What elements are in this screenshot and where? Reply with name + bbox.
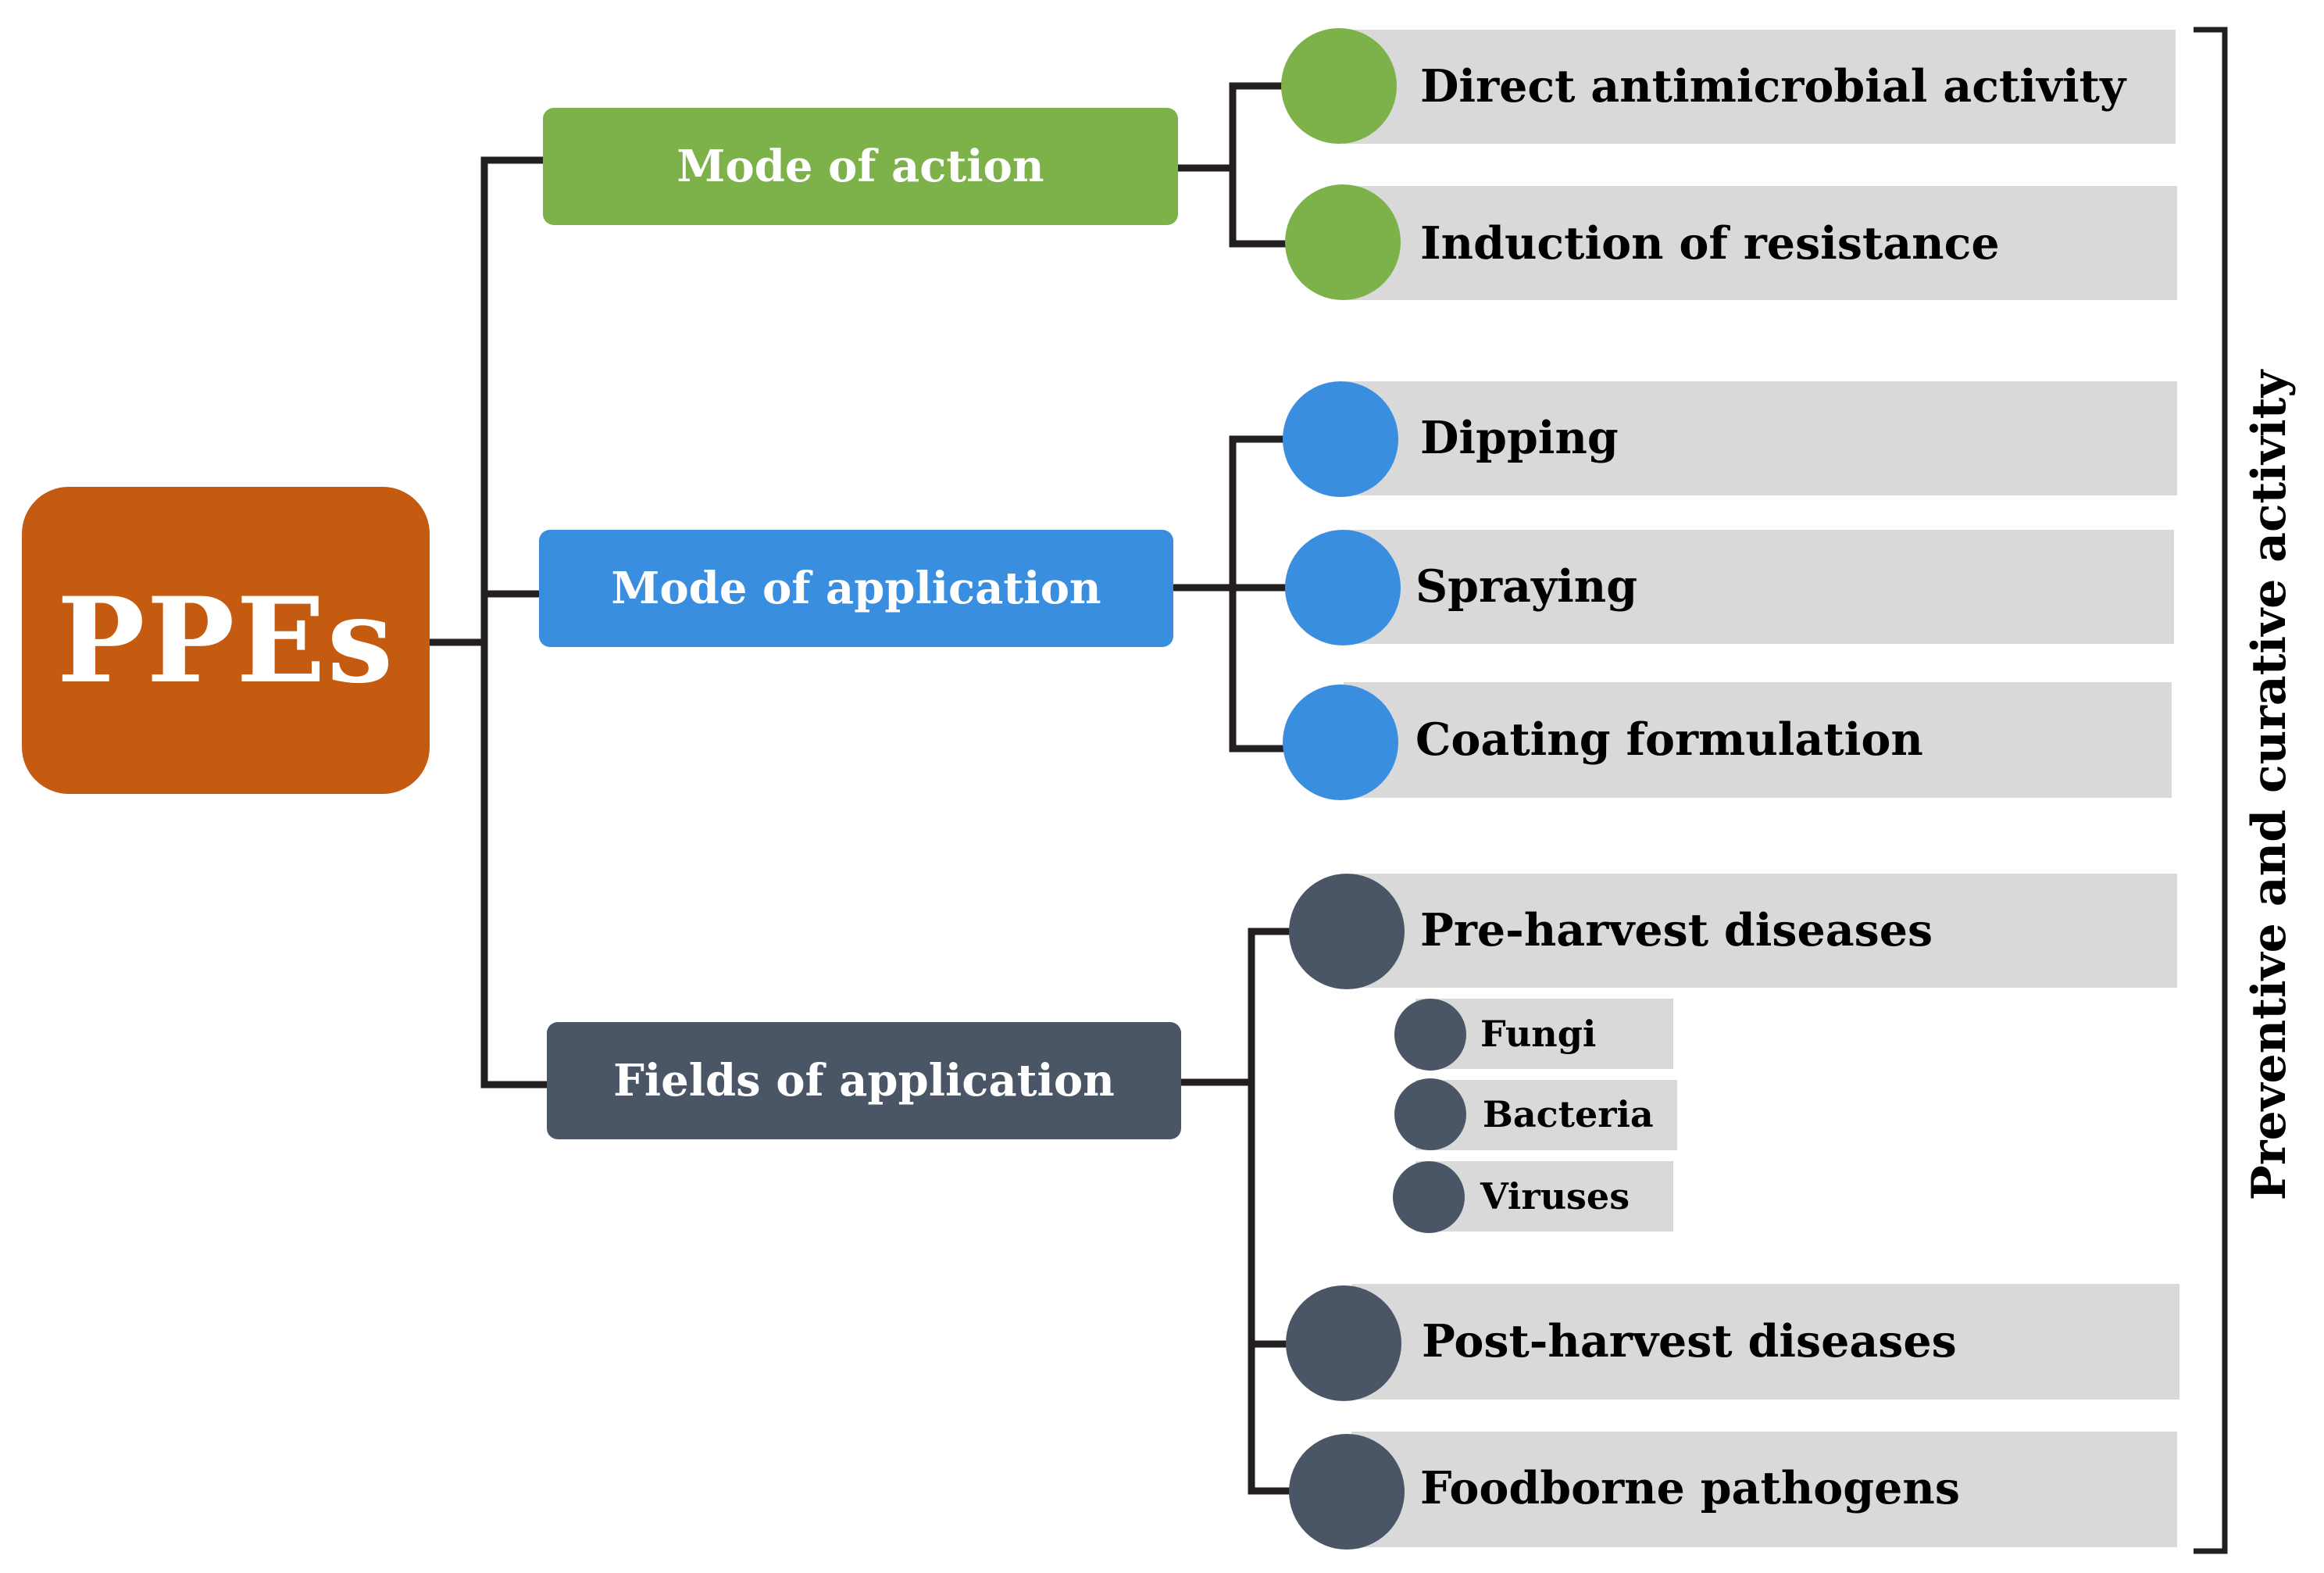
category-label: Mode of application xyxy=(611,563,1101,614)
leaf-dot xyxy=(1286,1285,1401,1401)
category-mode-of-action: Mode of action xyxy=(543,108,1178,225)
side-label: Preventive and curative activity xyxy=(2242,370,2297,1201)
category-label: Mode of action xyxy=(676,141,1044,192)
subitem-dot xyxy=(1393,1161,1465,1233)
leaf-label: Induction of resistance xyxy=(1420,217,2000,270)
root-node: PPEs xyxy=(22,487,430,794)
leaf-label: Foodborne pathogens xyxy=(1420,1462,1960,1514)
category-fields-of-application: Fields of application xyxy=(547,1022,1181,1139)
leaf-dot xyxy=(1289,874,1405,989)
leaf-label: Direct antimicrobial activity xyxy=(1420,60,2126,113)
leaf-dot xyxy=(1285,184,1401,300)
leaf-bar xyxy=(1344,682,2172,798)
subitem-dot xyxy=(1394,1078,1466,1150)
leaf-label: Coating formulation xyxy=(1415,713,1923,766)
leaf-bar xyxy=(1344,30,2176,144)
leaf-bar xyxy=(1351,874,2177,988)
leaf-dot xyxy=(1289,1434,1405,1550)
root-label: PPEs xyxy=(56,571,395,710)
subitem-label: Fungi xyxy=(1480,1013,1597,1055)
leaf-bar xyxy=(1344,186,2177,300)
leaf-label: Dipping xyxy=(1420,412,1619,464)
subitem-label: Bacteria xyxy=(1483,1093,1654,1135)
leaf-dot xyxy=(1283,685,1398,800)
leaf-label: Pre-harvest diseases xyxy=(1420,904,1933,956)
category-label: Fields of application xyxy=(613,1055,1115,1106)
leaf-dot xyxy=(1283,381,1398,497)
leaf-label: Post-harvest diseases xyxy=(1422,1315,1957,1367)
subitem-dot xyxy=(1394,999,1466,1071)
leaf-dot xyxy=(1281,28,1397,144)
subitem-label: Viruses xyxy=(1480,1175,1630,1217)
category-mode-of-application: Mode of application xyxy=(539,530,1173,647)
leaf-label: Spraying xyxy=(1415,560,1638,613)
leaf-bar xyxy=(1351,1432,2177,1547)
leaf-dot xyxy=(1285,530,1401,645)
leaf-bar xyxy=(1344,530,2174,644)
leaf-bar xyxy=(1351,1284,2179,1400)
leaf-bar xyxy=(1344,381,2177,495)
